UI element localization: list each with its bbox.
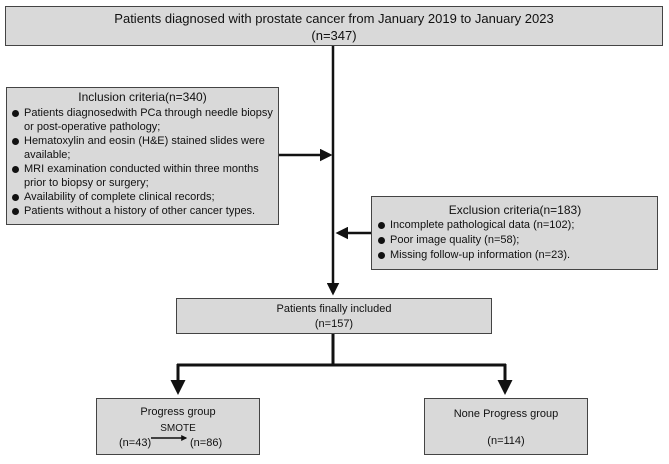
- none-progress-group-title: None Progress group: [453, 408, 559, 420]
- inclusion-item: Availability of complete clinical record…: [11, 190, 274, 204]
- source-population-box: Patients diagnosed with prostate cancer …: [5, 6, 663, 46]
- inclusion-criteria-title: Inclusion criteria(n=340): [78, 90, 207, 104]
- exclusion-criteria-list: Incomplete pathological data (n=102); Po…: [377, 218, 653, 263]
- final-cohort-box: Patients finally included (n=157): [176, 298, 492, 334]
- exclusion-criteria-box: Exclusion criteria(n=183) Incomplete pat…: [371, 196, 658, 270]
- inclusion-criteria-list: Patients diagnosedwith PCa through needl…: [11, 106, 274, 218]
- smote-row: SMOTE (n=43) (n=86): [97, 420, 259, 450]
- progress-group-box: Progress group SMOTE (n=43) (n=86): [96, 398, 260, 455]
- inclusion-item: MRI examination conducted within three m…: [11, 162, 274, 190]
- smote-label: SMOTE: [160, 423, 196, 434]
- exclusion-item: Poor image quality (n=58);: [377, 233, 653, 248]
- inclusion-item: Patients diagnosedwith PCa through needl…: [11, 106, 274, 134]
- exclusion-item: Incomplete pathological data (n=102);: [377, 218, 653, 233]
- exclusion-item: Missing follow-up information (n=23).: [377, 248, 653, 263]
- final-cohort-title: Patients finally included: [276, 303, 392, 315]
- source-population-title: Patients diagnosed with prostate cancer …: [114, 11, 554, 26]
- progress-count-before: (n=43): [119, 437, 152, 449]
- inclusion-criteria-box: Inclusion criteria(n=340) Patients diagn…: [6, 87, 279, 225]
- final-cohort-count: (n=157): [314, 318, 354, 330]
- progress-group-title: Progress group: [140, 406, 216, 418]
- inclusion-item: Hematoxylin and eosin (H&E) stained slid…: [11, 134, 274, 162]
- exclusion-criteria-title: Exclusion criteria(n=183): [448, 203, 582, 217]
- source-population-count: (n=347): [311, 28, 357, 43]
- none-progress-group-count: (n=114): [487, 435, 525, 447]
- none-progress-group-box: None Progress group (n=114): [424, 398, 588, 455]
- smote-arrow-icon: [151, 435, 188, 441]
- inclusion-item: Patients without a history of other canc…: [11, 204, 274, 218]
- progress-count-after: (n=86): [190, 437, 223, 449]
